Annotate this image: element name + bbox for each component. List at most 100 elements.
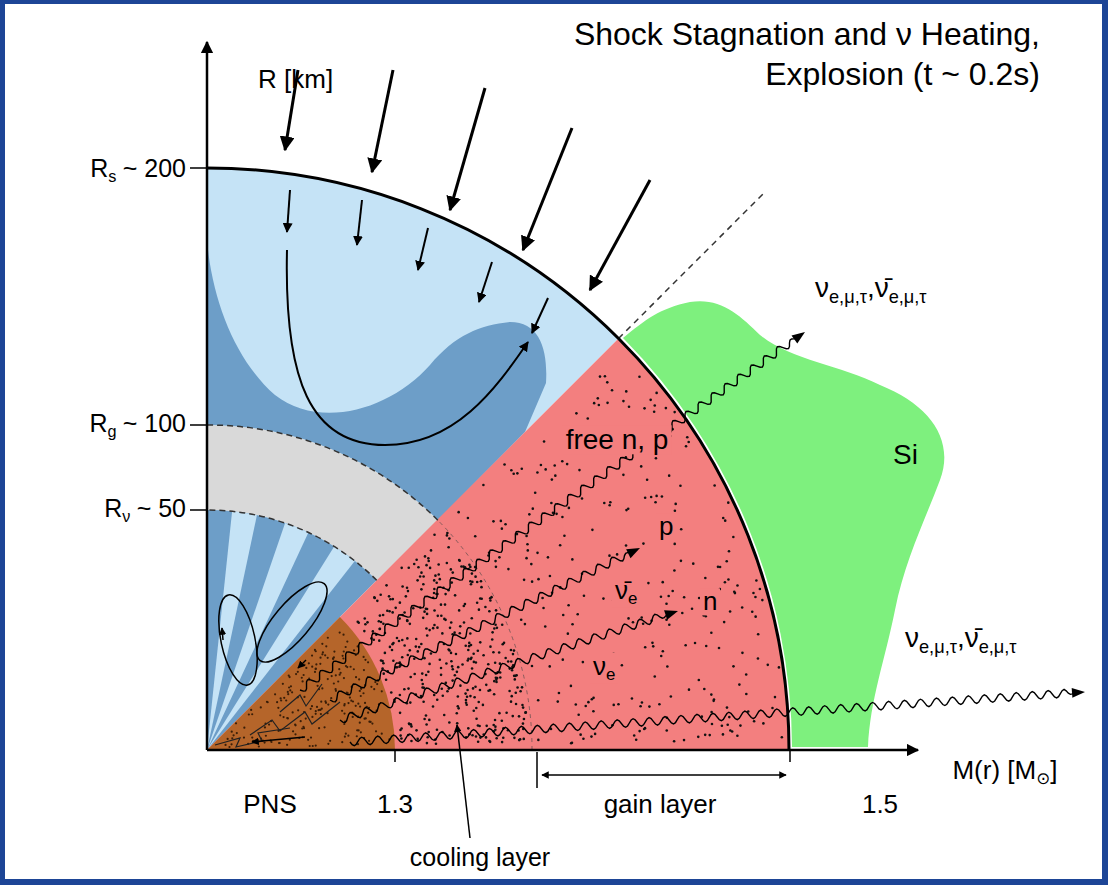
nucleon-dot	[385, 584, 388, 587]
axis-label-group: PNS	[243, 791, 296, 818]
nucleon-dot	[448, 734, 451, 737]
neutrino-label: e	[606, 665, 615, 684]
nucleon-dot	[307, 739, 309, 741]
nucleon-dot	[308, 662, 310, 664]
nucleon-dot	[523, 579, 526, 582]
neutrino-label: e	[628, 589, 637, 608]
nucleon-dot	[375, 634, 378, 637]
nucleon-dot	[407, 734, 410, 737]
infall-arrow	[590, 180, 650, 290]
nucleon-dot	[451, 665, 454, 668]
tick-label: 1.5	[862, 789, 898, 819]
nucleon-dot	[276, 701, 278, 703]
gain-radius	[438, 520, 532, 750]
nucleon-dot	[422, 617, 425, 620]
nucleon-dot	[407, 687, 410, 690]
radius-label: ~ 50	[137, 494, 186, 522]
nucleon-dot	[488, 552, 491, 555]
nucleon-dot	[286, 717, 288, 719]
nucleon-dot	[263, 741, 265, 743]
nucleon-dot	[644, 727, 647, 730]
nucleon-dot	[444, 593, 447, 596]
nucleon-dot	[349, 666, 351, 668]
nucleon-dot	[660, 595, 663, 598]
nucleon-dot	[310, 708, 312, 710]
neutrino-label-group: νe,μ,τ,ν̄e,μ,τ	[905, 623, 1017, 657]
nucleon-dot	[771, 707, 774, 710]
nucleon-dot	[704, 577, 707, 580]
nucleon-dot	[408, 722, 411, 725]
nucleon-dot	[423, 687, 426, 690]
nucleon-dot	[349, 696, 351, 698]
nucleon-dot	[499, 676, 502, 679]
nucleon-dot	[510, 469, 513, 472]
nucleon-dot	[487, 689, 490, 692]
nucleon-dot	[493, 730, 496, 733]
nucleon-dot	[467, 649, 470, 652]
nucleon-dot	[439, 578, 442, 581]
nucleon-dot	[416, 738, 419, 741]
nucleon-dot	[291, 691, 293, 693]
nucleon-dot	[520, 619, 523, 622]
nucleon-dot	[602, 597, 605, 600]
nucleon-dot	[513, 649, 516, 652]
nucleon-dot	[501, 527, 504, 530]
arrowhead	[792, 332, 805, 344]
nucleon-dot	[638, 375, 641, 378]
nucleon-dot	[711, 723, 714, 726]
nucleon-dot	[531, 665, 534, 668]
nucleon-dot	[698, 679, 701, 682]
nucleon-dot	[727, 501, 730, 504]
nucleon-dot	[403, 611, 406, 614]
nucleon-dot	[487, 554, 490, 557]
nucleon-dot	[494, 719, 497, 722]
nucleon-dot	[357, 703, 359, 705]
nucleon-dot	[441, 632, 444, 635]
nucleon-dot	[464, 566, 467, 569]
layer-label: gain layer	[604, 789, 717, 819]
nucleon-dot	[433, 694, 436, 697]
nucleon-dot	[495, 681, 498, 684]
layer-label-group: gain layer	[604, 791, 717, 818]
nucleon-dot	[515, 703, 518, 706]
nucleon-dot	[591, 698, 594, 701]
nucleon-dot	[370, 637, 373, 640]
radius-label: ~ 100	[123, 409, 186, 437]
nucleon-dot	[232, 734, 234, 736]
neutrinosphere	[207, 510, 377, 580]
title: Shock Stagnation and ν Heating, Explosio…	[440, 14, 1040, 94]
nucleon-dot	[477, 649, 480, 652]
nucleon-dot	[653, 404, 656, 407]
nucleon-dot	[501, 719, 504, 722]
nucleon-dot	[443, 714, 446, 717]
nucleon-dot	[593, 402, 596, 405]
nucleon-dot	[611, 724, 614, 727]
nucleon-dot	[282, 716, 284, 718]
nucleon-dot	[577, 714, 580, 717]
flow-arrow	[252, 737, 305, 742]
nucleon-dot	[465, 699, 468, 702]
nucleon-dot	[352, 713, 354, 715]
nucleon-dot	[294, 723, 296, 725]
nucleon-dot	[235, 722, 237, 724]
nucleon-dot	[667, 595, 670, 598]
nucleon-dot	[543, 440, 546, 443]
nucleon-dot	[350, 700, 352, 702]
nucleon-dot	[502, 727, 505, 730]
flow-arrow	[532, 298, 548, 333]
nucleon-dot	[378, 639, 381, 642]
shell-region: Si	[600, 280, 960, 750]
nucleon-dot	[701, 715, 704, 718]
nucleon-dot	[616, 553, 619, 556]
nucleon-dot	[325, 645, 327, 647]
nucleon-dot	[485, 736, 488, 739]
nucleon-dot	[236, 732, 238, 734]
nucleon-dot	[474, 535, 477, 538]
nucleon-dot	[372, 638, 375, 641]
region-outline	[600, 280, 960, 750]
nucleon-dot	[683, 596, 686, 599]
neutrino-label: ν̄	[615, 575, 628, 605]
nucleon-dot	[627, 617, 630, 620]
nucleon-dot	[415, 638, 418, 641]
nucleon-dot	[755, 579, 758, 582]
